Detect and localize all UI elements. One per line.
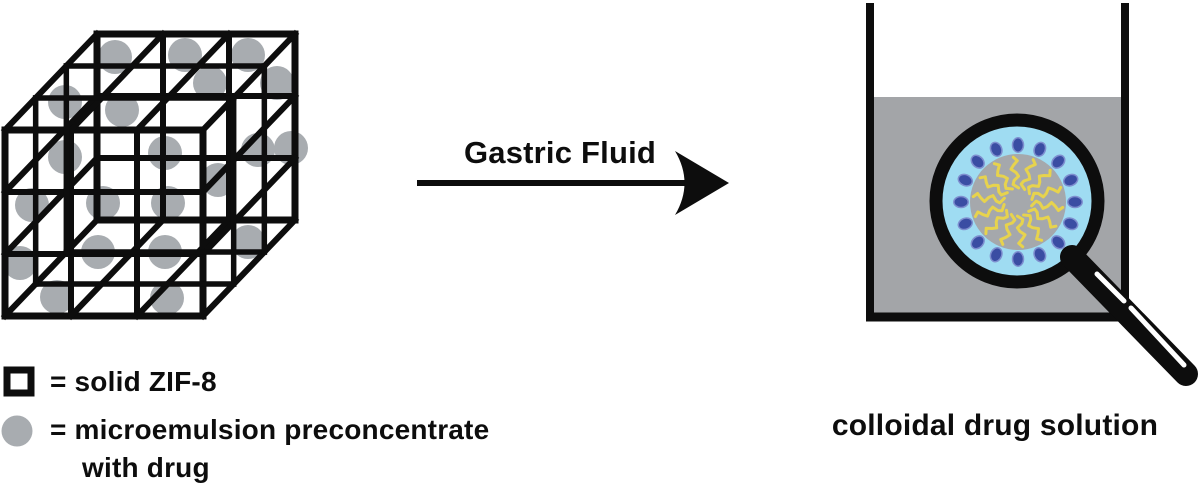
lens-ring — [929, 113, 1105, 289]
surfactant-heads — [953, 137, 1083, 267]
legend-square-label: = solid ZIF-8 — [50, 366, 217, 397]
gastric-fluid-label: Gastric Fluid — [463, 135, 657, 170]
colloidal-solution-label: colloidal drug solution — [831, 409, 1159, 442]
handle-highlight — [1128, 305, 1187, 368]
legend-markers — [1, 366, 35, 447]
handle-highlight — [1094, 271, 1127, 304]
arrow-head — [675, 151, 729, 215]
lattice-wireframe — [0, 29, 300, 321]
open-square-icon — [3, 366, 35, 397]
legend-circle-label-line1: = microemulsion preconcentrate — [50, 414, 490, 445]
gray-circle-icon — [1, 415, 33, 447]
zif8-lattice-cube-icon — [0, 29, 308, 321]
surfactant-tails — [971, 155, 1065, 249]
legend-circle-label-line2: with drug — [82, 452, 210, 483]
handle-bar — [1060, 245, 1198, 386]
micelle-icon — [953, 137, 1083, 267]
micelle-core — [970, 154, 1066, 250]
magnifying-glass-icon — [929, 113, 1198, 386]
right-arrow-icon — [417, 151, 729, 215]
magnifier-handle — [1060, 245, 1198, 386]
